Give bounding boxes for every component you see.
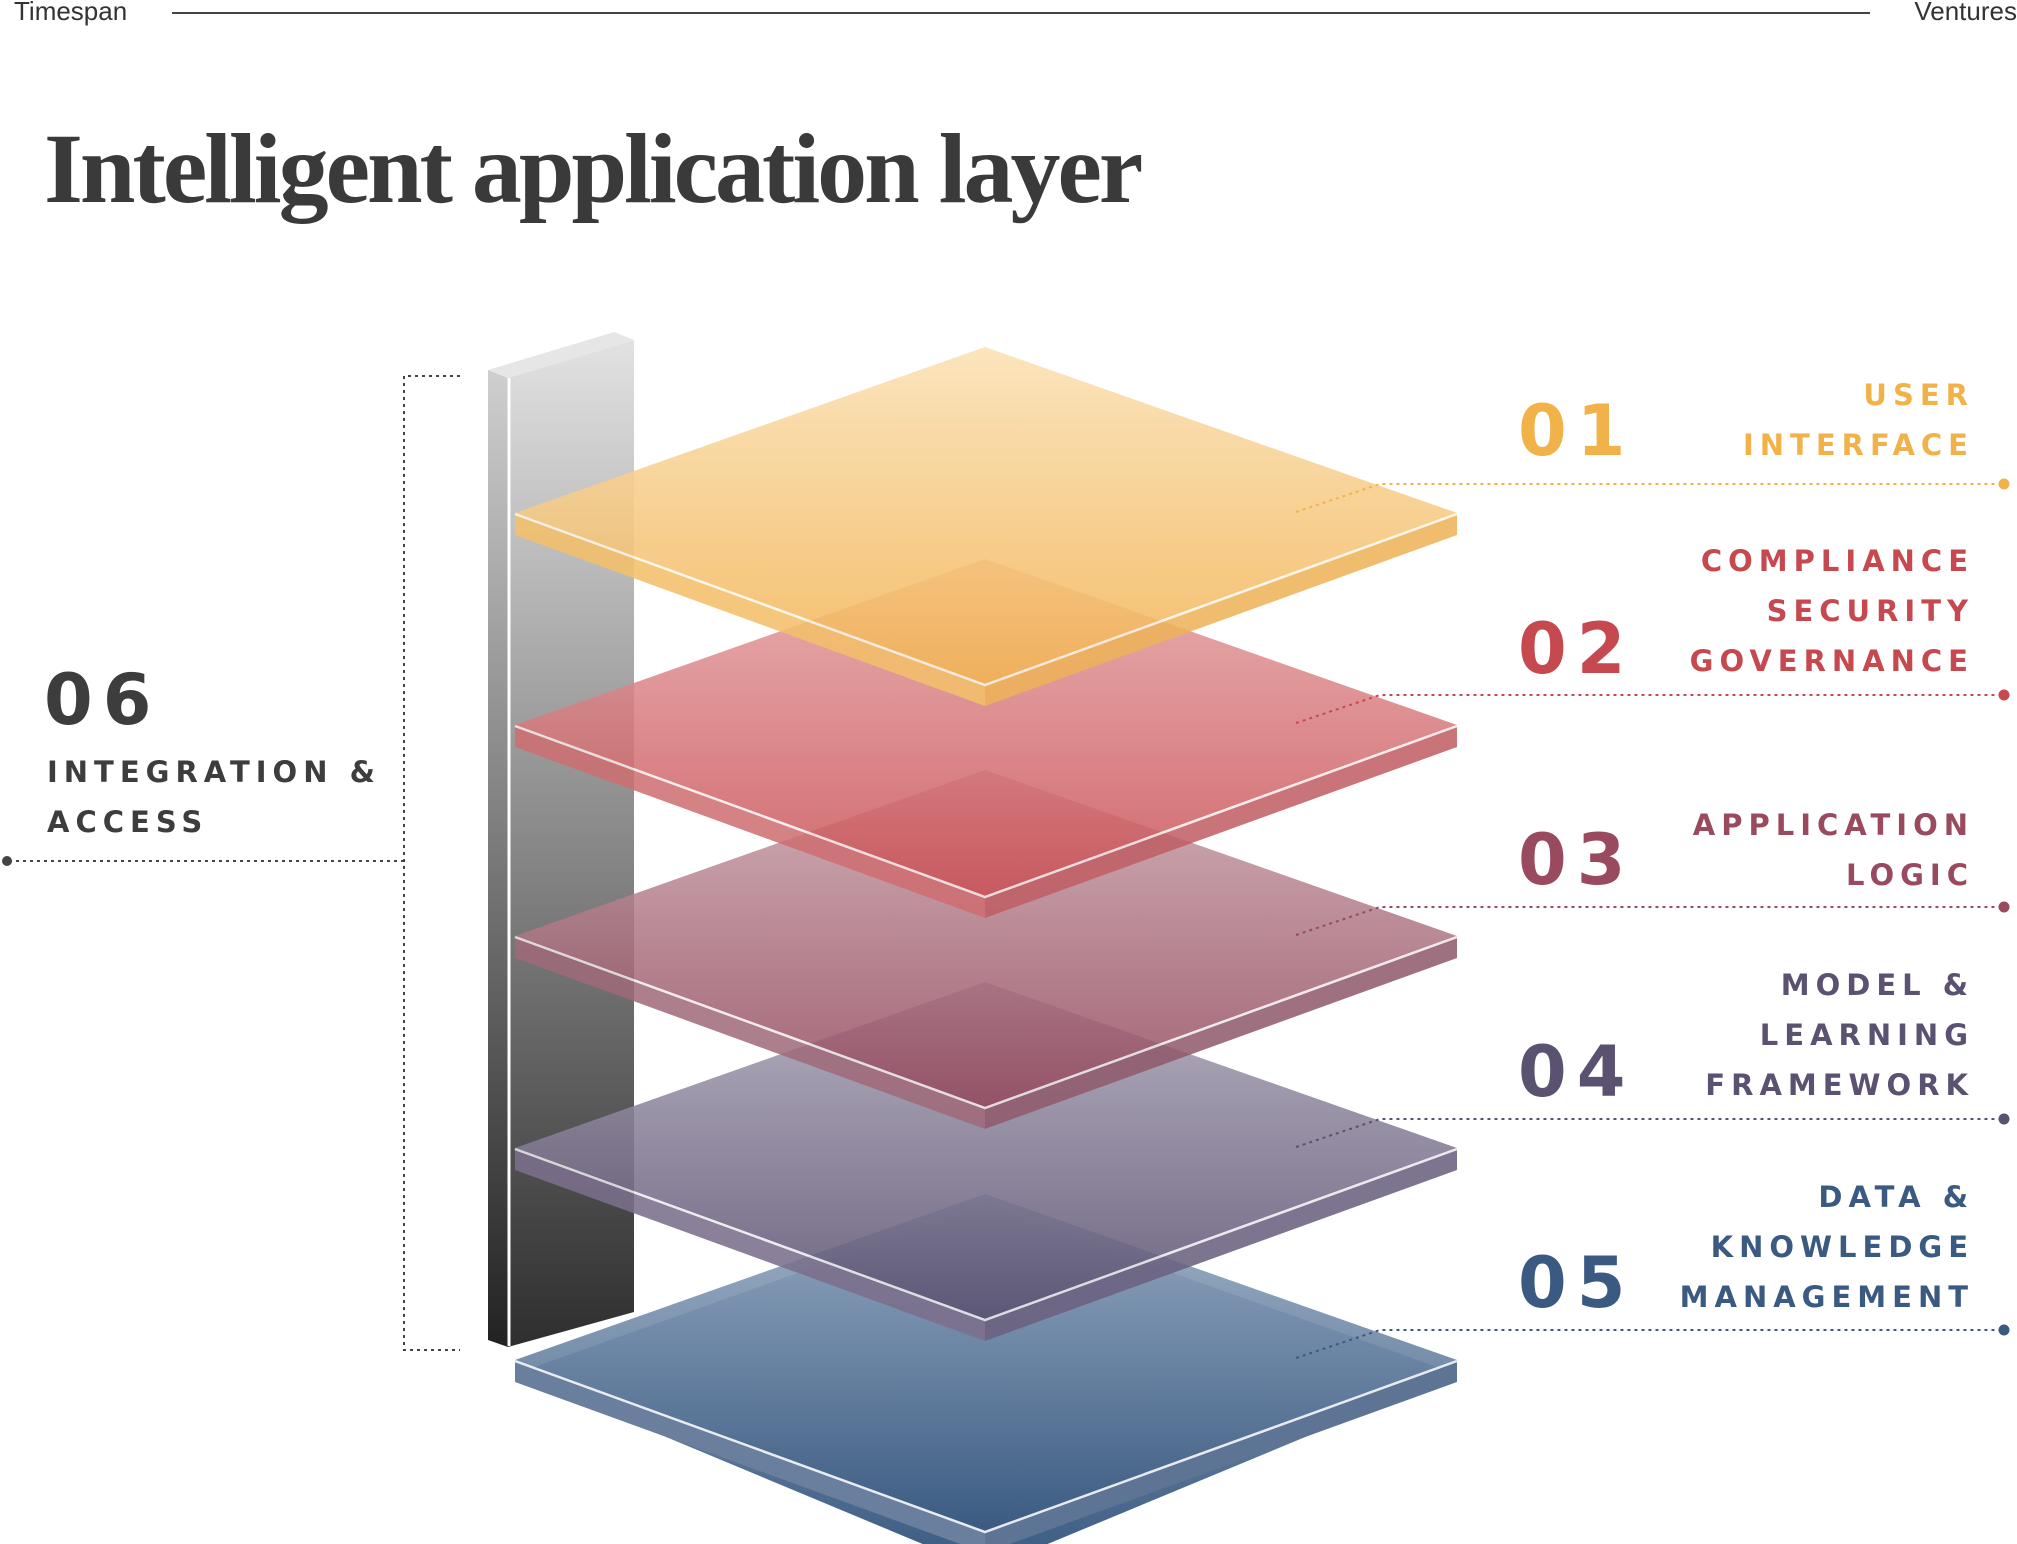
leader-lines [1295,483,2003,1359]
layer-04-number: 04 [1518,1031,1636,1113]
layer-03-plate [514,770,1458,1129]
layer-05-plate [514,1194,1458,1544]
leader-dot-03 [1998,901,2010,913]
layer-04-plate [514,982,1458,1341]
brand-right: Ventures [1914,0,2017,26]
leader-dot-01 [1998,478,2010,490]
layer-02-plate [514,559,1458,918]
layer-03-number: 03 [1518,819,1636,901]
layer-02-number: 02 [1518,608,1636,690]
layer-01-number: 01 [1518,390,1636,472]
integration-bracket [8,375,460,1351]
layer-05-number: 05 [1518,1242,1636,1324]
integration-number: 06 [44,659,162,741]
brand-left: Timespan [14,0,128,26]
leader-dot-04 [1998,1113,2010,1125]
leader-dot-05 [1998,1324,2010,1336]
integration-pillar [488,332,634,1347]
page-title: Intelligent application layer [44,113,1143,224]
integration-dot [2,856,12,866]
header-rule [172,12,1870,14]
integration-label: INTEGRATION &ACCESS [47,755,381,839]
layer-01-plate [514,347,1458,706]
leader-dot-02 [1998,689,2010,701]
